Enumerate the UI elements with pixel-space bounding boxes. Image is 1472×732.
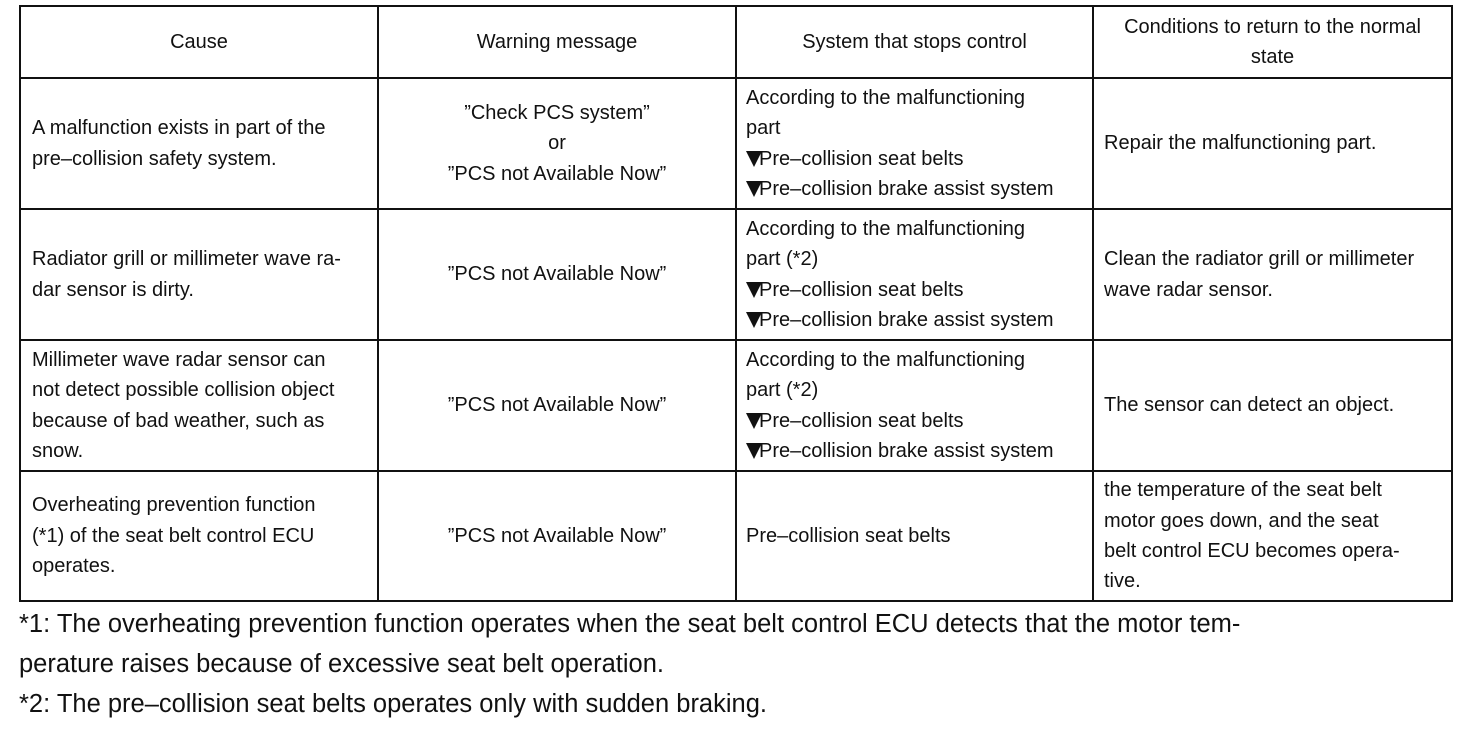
cause-cell: Radiator grill or millimeter wave ra- da… <box>19 208 379 341</box>
header-row: Cause Warning message System that stops … <box>19 5 1453 79</box>
warning-cell: ”PCS not Available Now” <box>377 339 737 472</box>
cell-line: motor goes down, and the seat <box>1104 509 1379 532</box>
warning-cell: ”Check PCS system” or ”PCS not Available… <box>377 77 737 210</box>
system-cell: According to the malfunctioning part (*2… <box>735 208 1094 341</box>
conditions-cell: Clean the radiator grill or millimeter w… <box>1092 208 1453 341</box>
cell-line: part (*2) <box>746 379 819 402</box>
header-conditions-line: Conditions to return to the normal <box>1124 15 1421 38</box>
header-conditions: Conditions to return to the normal state <box>1092 5 1453 79</box>
cell-line: According to the malfunctioning <box>746 86 1026 109</box>
bullet-item: Pre–collision seat belts <box>746 275 1082 305</box>
table-row: A malfunction exists in part of the pre–… <box>19 77 1453 210</box>
cell-line: tive. <box>1104 570 1141 593</box>
cell-line: According to the malfunctioning <box>746 217 1026 240</box>
cell-line: part (*2) <box>746 248 819 271</box>
header-system-stops-control: System that stops control <box>735 5 1094 79</box>
header-conditions-line: state <box>1250 46 1295 68</box>
table-row: Overheating prevention function (*1) of … <box>19 470 1453 602</box>
cell-line: Overheating prevention function <box>32 494 316 517</box>
bullet-item: Pre–collision seat belts <box>746 406 1082 436</box>
warning-cell: ”PCS not Available Now” <box>377 470 737 602</box>
header-cause: Cause <box>19 5 379 79</box>
triangle-bullet-icon <box>746 311 762 328</box>
triangle-bullet-icon <box>746 442 762 459</box>
table-row: Millimeter wave radar sensor can not det… <box>19 339 1453 472</box>
system-cell: According to the malfunctioning part (*2… <box>735 339 1094 472</box>
cell-line: Pre–collision seat belts <box>746 524 951 547</box>
bullet-text: Pre–collision seat belts <box>759 147 964 170</box>
cell-line: pre–collision safety system. <box>32 147 277 170</box>
cell-line: Millimeter wave radar sensor can <box>32 348 326 371</box>
table-row: Radiator grill or millimeter wave ra- da… <box>19 208 1453 341</box>
system-cell: Pre–collision seat belts <box>735 470 1094 602</box>
cell-line: (*1) of the seat belt control ECU <box>32 524 315 547</box>
cell-line: operates. <box>32 555 116 578</box>
cause-cell: A malfunction exists in part of the pre–… <box>19 77 379 210</box>
bullet-item: Pre–collision brake assist system <box>746 436 1082 466</box>
cell-line: Clean the radiator grill or millimeter <box>1104 248 1415 271</box>
warning-cell: ”PCS not Available Now” <box>377 208 737 341</box>
bullet-text: Pre–collision brake assist system <box>759 308 1054 331</box>
cell-line: ”PCS not Available Now” <box>447 524 667 547</box>
bullet-item: Pre–collision brake assist system <box>746 174 1082 204</box>
cell-line: belt control ECU becomes opera- <box>1104 540 1400 562</box>
footnotes: *1: The overheating prevention function … <box>19 604 1459 724</box>
system-cell: According to the malfunctioning part Pre… <box>735 77 1094 210</box>
cell-line: ”PCS not Available Now” <box>447 263 667 286</box>
conditions-cell: the temperature of the seat belt motor g… <box>1092 470 1453 602</box>
cell-line: because of bad weather, such as <box>32 409 325 432</box>
cell-line: wave radar sensor. <box>1104 278 1273 301</box>
cell-line: A malfunction exists in part of the <box>32 117 326 140</box>
bullet-item: Pre–collision brake assist system <box>746 305 1082 335</box>
cell-line: ”Check PCS system” <box>464 101 650 124</box>
bullet-text: Pre–collision seat belts <box>759 409 964 432</box>
bullet-text: Pre–collision brake assist system <box>759 177 1054 200</box>
cell-line: the temperature of the seat belt <box>1104 479 1382 502</box>
bullet-text: Pre–collision seat belts <box>759 278 964 301</box>
triangle-bullet-icon <box>746 180 762 197</box>
cell-line: The sensor can detect an object. <box>1104 394 1395 417</box>
conditions-cell: The sensor can detect an object. <box>1092 339 1453 472</box>
cell-line: dar sensor is dirty. <box>32 278 194 301</box>
pcs-conditions-table: Cause Warning message System that stops … <box>19 5 1453 602</box>
cell-line: Repair the malfunctioning part. <box>1104 132 1377 155</box>
cell-line: Radiator grill or millimeter wave ra- <box>32 248 341 271</box>
cell-line: or <box>548 132 566 155</box>
footnote-line: *1: The overheating prevention function … <box>19 610 1241 638</box>
footnote-line: perature raises because of excessive sea… <box>19 650 664 678</box>
bullet-item: Pre–collision seat belts <box>746 144 1082 174</box>
conditions-cell: Repair the malfunctioning part. <box>1092 77 1453 210</box>
header-warning-message: Warning message <box>377 5 737 79</box>
cause-cell: Overheating prevention function (*1) of … <box>19 470 379 602</box>
footnote-line: *2: The pre–collision seat belts operate… <box>19 690 767 718</box>
cell-line: According to the malfunctioning <box>746 348 1026 371</box>
cell-line: ”PCS not Available Now” <box>447 394 667 417</box>
cell-line: part <box>746 117 781 140</box>
cause-cell: Millimeter wave radar sensor can not det… <box>19 339 379 472</box>
triangle-bullet-icon <box>746 412 762 429</box>
triangle-bullet-icon <box>746 281 762 298</box>
bullet-text: Pre–collision brake assist system <box>759 439 1054 462</box>
cell-line: snow. <box>32 439 84 462</box>
triangle-bullet-icon <box>746 150 762 167</box>
cell-line: not detect possible collision object <box>32 379 335 402</box>
cell-line: ”PCS not Available Now” <box>447 162 667 185</box>
